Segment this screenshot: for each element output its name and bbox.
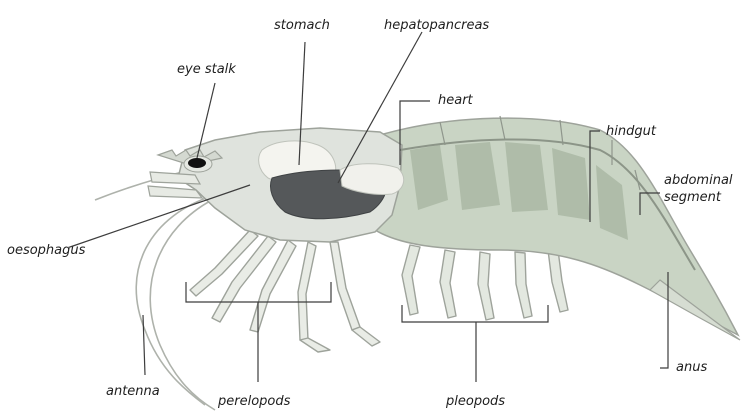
label-antenna: antenna xyxy=(106,384,160,399)
label-abdominal-segment-line1: abdominal xyxy=(664,172,733,189)
label-abdominal-segment-line2: segment xyxy=(664,189,733,206)
label-oesophagus: oesophagus xyxy=(7,243,85,258)
label-stomach: stomach xyxy=(274,18,330,33)
perelopods-legs xyxy=(190,230,380,352)
leader-perelopods xyxy=(186,282,331,382)
leader-antenna xyxy=(143,315,145,375)
label-hindgut: hindgut xyxy=(606,124,656,139)
label-pleopods: pleopods xyxy=(446,394,505,409)
label-heart: heart xyxy=(438,93,473,108)
pleopods-legs xyxy=(402,245,568,320)
eye xyxy=(184,156,212,172)
label-perelopods: perelopods xyxy=(218,394,290,409)
label-hepatopancreas: hepatopancreas xyxy=(384,18,489,33)
label-eye-stalk: eye stalk xyxy=(177,62,236,77)
label-abdominal-segment: abdominal segment xyxy=(664,172,733,206)
label-anus: anus xyxy=(676,360,707,375)
